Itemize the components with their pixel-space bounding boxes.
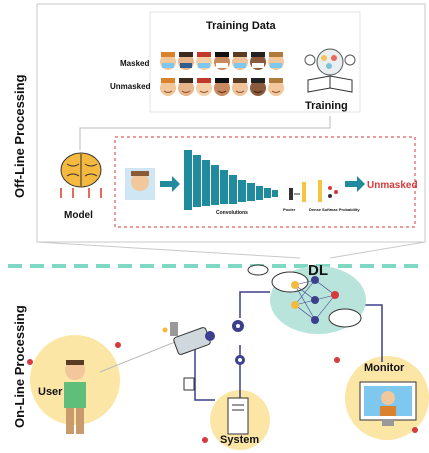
system-label: System: [220, 434, 260, 446]
unmasked-faces-row: [160, 78, 284, 96]
camera-icon: [170, 322, 215, 355]
masked-faces-row: [160, 52, 284, 70]
dense-label: Dense: [309, 207, 322, 212]
dl-label: DL: [308, 262, 328, 279]
training-label: Training: [305, 100, 348, 112]
user-figure: [64, 360, 86, 434]
monitor-label: Monitor: [364, 362, 405, 374]
softmax-label: Softmax Probability: [322, 207, 360, 212]
output-unmasked-label: Unmasked: [367, 180, 418, 191]
training-book-icon: [304, 48, 356, 93]
face-rows: [160, 52, 284, 96]
masked-label: Masked: [120, 59, 150, 68]
model-label: Model: [64, 210, 93, 221]
unmasked-label: Unmasked: [110, 82, 151, 91]
user-label: User: [38, 386, 63, 398]
training-data-title: Training Data: [206, 20, 276, 32]
model-brain-icon: [60, 152, 102, 198]
convolutions-label: Convolutions: [216, 210, 248, 216]
pooling-label: Pooler: [283, 207, 296, 212]
monitor-figure: [359, 381, 417, 426]
